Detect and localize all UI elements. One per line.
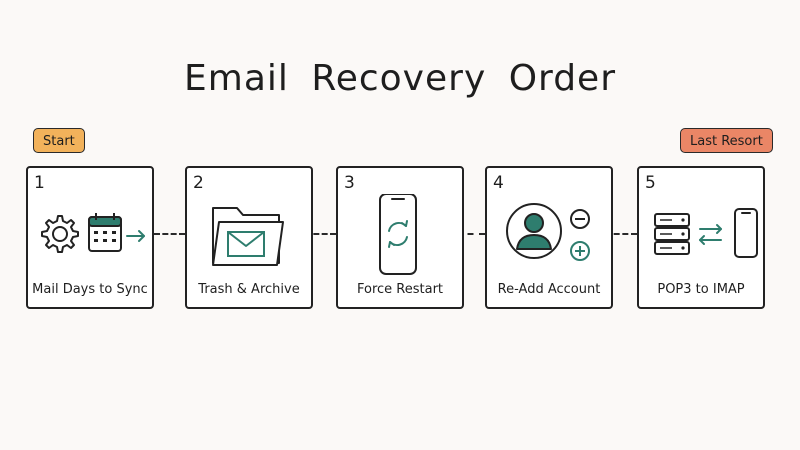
server-icon xyxy=(654,213,690,255)
step-2-card: 2 Trash & Archive xyxy=(185,166,313,309)
step-number: 5 xyxy=(645,173,656,193)
step-5-icons xyxy=(654,208,758,258)
step-label: Trash & Archive xyxy=(198,282,300,297)
step-number: 3 xyxy=(344,173,355,193)
connector-1-2 xyxy=(154,233,185,235)
step-5-card: 5 POP3 to IMAP xyxy=(637,166,765,309)
gear-icon xyxy=(41,215,79,253)
step-number: 1 xyxy=(34,173,45,193)
step-label: Re-Add Account xyxy=(497,282,601,297)
connector-4-5 xyxy=(605,233,637,235)
step-4-card: 4 Re-Add Account xyxy=(485,166,613,309)
plus-circle-icon xyxy=(570,241,590,261)
last-resort-tag: Last Resort xyxy=(680,128,773,153)
swap-arrows-icon xyxy=(699,224,722,245)
phone-refresh-icon xyxy=(379,194,417,275)
calendar-icon xyxy=(88,213,122,252)
step-label: Mail Days to Sync xyxy=(32,282,148,297)
step-label: POP3 to IMAP xyxy=(657,282,745,297)
start-tag: Start xyxy=(33,128,85,153)
step-number: 2 xyxy=(193,173,204,193)
user-avatar-icon xyxy=(506,203,562,259)
step-4-icons xyxy=(506,203,590,261)
page-title: Email Recovery Order xyxy=(184,58,616,99)
minus-circle-icon xyxy=(570,209,590,229)
phone-icon xyxy=(734,208,758,258)
step-1-icons xyxy=(41,213,145,253)
step-label: Force Restart xyxy=(356,282,444,297)
step-3-card: 3 Force Restart xyxy=(336,166,464,309)
connector-2-3 xyxy=(305,233,336,235)
step-1-card: 1 Mail Days to Sync xyxy=(26,166,154,309)
step-number: 4 xyxy=(493,173,504,193)
folder-envelope-icon xyxy=(212,207,284,266)
connector-3-4 xyxy=(456,233,485,235)
arrow-right-icon xyxy=(126,230,145,242)
